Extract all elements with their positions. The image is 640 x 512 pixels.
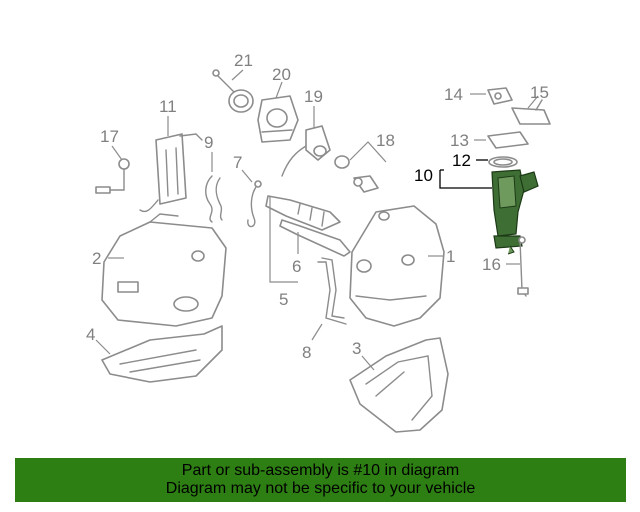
callout-20: 20 [272,65,291,84]
banner-line-2: Diagram may not be specific to your vehi… [165,480,476,497]
callout-2: 2 [92,249,101,268]
callout-10: 10 [414,166,433,185]
part-19-filler-neck [281,125,331,177]
part-15-harness [511,99,551,125]
callout-7: 7 [233,153,242,172]
part-1-fuel-tank-right [349,205,445,327]
callout-12: 12 [452,151,471,170]
part-16-level-sender [517,236,529,297]
callout-21: 21 [234,51,253,70]
callout-1: 1 [446,247,455,266]
callout-13: 13 [450,131,469,150]
callout-9: 9 [204,133,213,152]
callout-17: 17 [100,127,119,146]
callout-3: 3 [352,339,361,358]
part-3-skid-plate [349,337,449,433]
part-4-shield [101,325,223,383]
callout-14: 14 [444,85,463,104]
callout-5: 5 [279,290,288,309]
callout-11: 11 [159,97,177,116]
parts-diagram: 21 20 19 18 11 17 [86,51,551,433]
callout-15: 15 [530,83,549,102]
part-20-filler-housing [257,95,299,143]
part-10-fuel-pump-module [491,169,539,255]
callout-4: 4 [86,325,95,344]
part-8-feed-pipe [317,257,347,325]
part-2-fuel-tank-left [101,213,227,327]
part-12-seal [488,156,518,168]
callout-18: 18 [376,131,395,150]
part-18-couplings [334,155,379,193]
part-13-retainer [487,131,529,149]
callout-19: 19 [304,87,323,106]
part-7-vent-line [247,180,262,228]
part-5-filler-hose [265,195,341,231]
callout-16: 16 [482,255,501,274]
callout-6: 6 [292,257,301,276]
part-21-fuel-cap [212,69,254,113]
info-banner: Part or sub-assembly is #10 in diagram D… [15,458,626,502]
part-17-sensor [95,158,130,194]
part-6-vent-hose [279,219,351,257]
banner-line-1: Part or sub-assembly is #10 in diagram [181,462,460,479]
part-9-fuel-line [205,175,223,223]
callout-8: 8 [302,343,311,362]
part-11-sender [139,133,203,213]
part-14-connector [487,87,513,105]
